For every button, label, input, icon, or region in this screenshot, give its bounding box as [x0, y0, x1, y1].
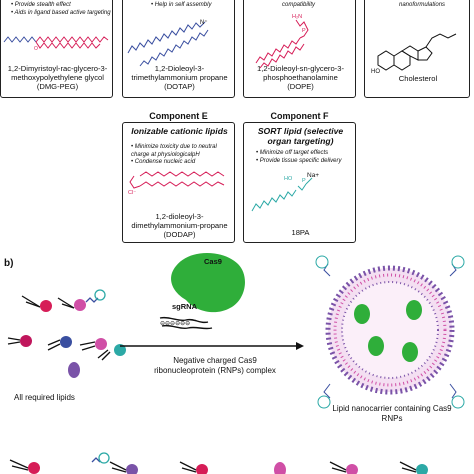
component-box-cholesterol: nanoformulations Cholesterol — [364, 0, 470, 98]
bottom-lipid-row — [9, 452, 428, 474]
bullet-minimize-toxicity: • Minimize toxicity due to neutral charg… — [131, 144, 217, 158]
cholesterol-oval — [68, 362, 80, 378]
component-box-dotap: • Help in self assembly 1,2-Dioleoyl-3-t… — [122, 0, 235, 98]
svg-text:⊖⊖⊖⊖⊖⊖: ⊖⊖⊖⊖⊖⊖ — [160, 321, 190, 327]
bullet-tissue: • Provide tissue specific delivery — [256, 158, 342, 164]
bullet-targeting: • Aids in ligand based active targeting — [11, 10, 111, 16]
panel-b-label: b) — [4, 258, 14, 269]
component-box-dope: compatibility 1,2-Dioleoyl-sn-glycero-3-… — [243, 0, 356, 98]
svg-text:H₂N: H₂N — [292, 14, 302, 20]
18pa-name: 18PA — [291, 228, 310, 237]
dotap-structure: N⁺ — [127, 19, 209, 67]
nanocarrier-label: Lipid nanocarrier containing Cas9 RNPs — [332, 404, 452, 423]
all-lipids-label: All required lipids — [14, 393, 75, 402]
lipid-pink — [79, 338, 107, 351]
dodap-name: 1,2-dioleoyl-3-dimethylammonium-propane(… — [131, 212, 228, 239]
svg-text:HO: HO — [371, 69, 380, 75]
component-box-dmg-peg: • Provide stealth effect • Aids in ligan… — [0, 0, 113, 98]
component-e-subtitle: Ionizable cationic lipids — [131, 126, 228, 136]
bullet-condense: • Condense nucleic acid — [131, 159, 196, 165]
18pa-structure: HO P — [251, 176, 313, 212]
component-e-header: Component E — [149, 111, 208, 121]
svg-text:P: P — [302, 178, 306, 184]
lipid-pink-peg — [57, 289, 106, 311]
lipid-nanocarrier — [315, 255, 465, 409]
lipid-red — [21, 295, 52, 312]
bullet-self-assembly: • Help in self assembly — [151, 2, 212, 8]
dope-name: 1,2-Dioleoyl-sn-glycero-3-phosphoethanol… — [257, 64, 344, 91]
cas9-complex: ⊖⊖⊖⊖⊖⊖ — [159, 253, 245, 330]
rnp-complex-label: Negative charged Cas9 ribonucleoprotein … — [154, 356, 276, 375]
dodap-structure: Cl⁻ — [128, 171, 225, 196]
lipid-dark-red — [7, 335, 32, 347]
component-box-dodap: Ionizable cationic lipids • Minimize tox… — [122, 122, 235, 243]
dope-structure: H₂N P — [255, 14, 309, 69]
component-box-18pa: SORT lipid (selective organ targeting) •… — [243, 122, 356, 243]
svg-text:Cl⁻: Cl⁻ — [128, 190, 136, 196]
svg-text:O: O — [34, 46, 38, 52]
component-f-subtitle: SORT lipid (selective organ targeting) — [257, 126, 344, 146]
cholesterol-name: Cholesterol — [398, 74, 438, 83]
bullet-compatibility: compatibility — [282, 2, 316, 8]
svg-text:P: P — [302, 28, 306, 34]
sodium-label: Na+ — [307, 172, 320, 179]
lipid-teal — [97, 344, 126, 361]
sgrna-label: sgRNA — [172, 302, 198, 311]
svg-text:HO: HO — [284, 176, 293, 182]
dmg-peg-structure: O — [3, 36, 109, 52]
component-f-header: Component F — [270, 111, 329, 121]
bullet-off-target: • Minimize off target effects — [256, 150, 329, 156]
cas9-label: Cas9 — [204, 257, 222, 266]
dmg-peg-name: 1,2-Dimyristoyl-rac-glycero-3-methoxypol… — [7, 64, 108, 91]
bullet-stealth: • Provide stealth effect — [11, 2, 71, 8]
lipid-blue — [47, 336, 72, 351]
cholesterol-structure: HO — [371, 33, 457, 75]
svg-text:N⁺: N⁺ — [200, 19, 208, 26]
bullet-nanoformulations: nanoformulations — [399, 2, 446, 8]
dotap-name: 1,2-Dioleoyl-3-trimethylammonium propane… — [131, 64, 228, 91]
